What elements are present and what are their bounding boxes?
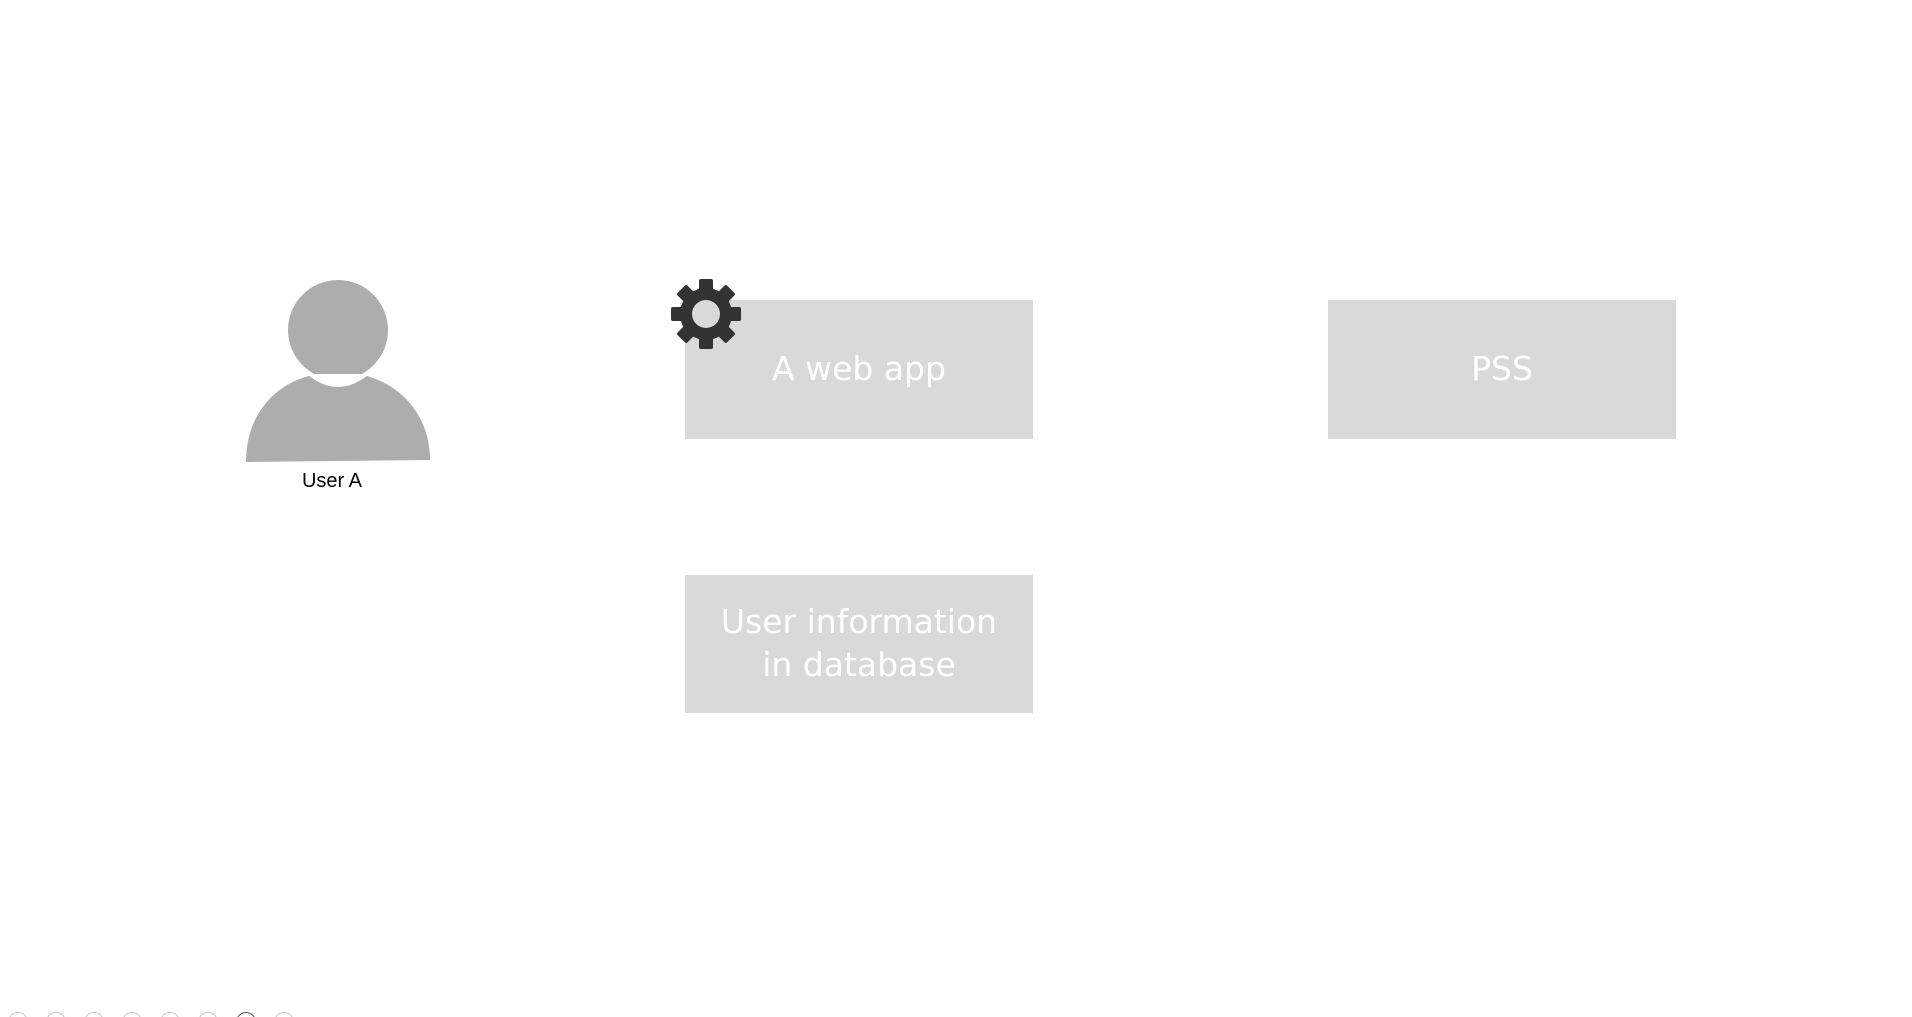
pager-dot[interactable] [236, 1012, 256, 1017]
user-icon [246, 280, 430, 462]
pager-dot[interactable] [8, 1012, 28, 1017]
pager-dot[interactable] [84, 1012, 104, 1017]
gear-icon [671, 279, 741, 349]
pss-label: PSS [1471, 349, 1533, 389]
actor-label: User A [301, 470, 363, 492]
database-label: User information in database [720, 602, 998, 684]
pager-dot[interactable] [274, 1012, 294, 1017]
web-app-label: A web app [772, 349, 946, 389]
pager-dot[interactable] [46, 1012, 66, 1017]
pss-box[interactable]: PSS [1328, 300, 1676, 439]
slide-pager [0, 1012, 294, 1017]
pager-dot[interactable] [198, 1012, 218, 1017]
database-box[interactable]: User information in database [685, 575, 1033, 713]
actor-user-a[interactable]: User A [240, 278, 440, 498]
web-app-box[interactable]: A web app [685, 300, 1033, 439]
pager-dot[interactable] [122, 1012, 142, 1017]
pager-dot[interactable] [160, 1012, 180, 1017]
